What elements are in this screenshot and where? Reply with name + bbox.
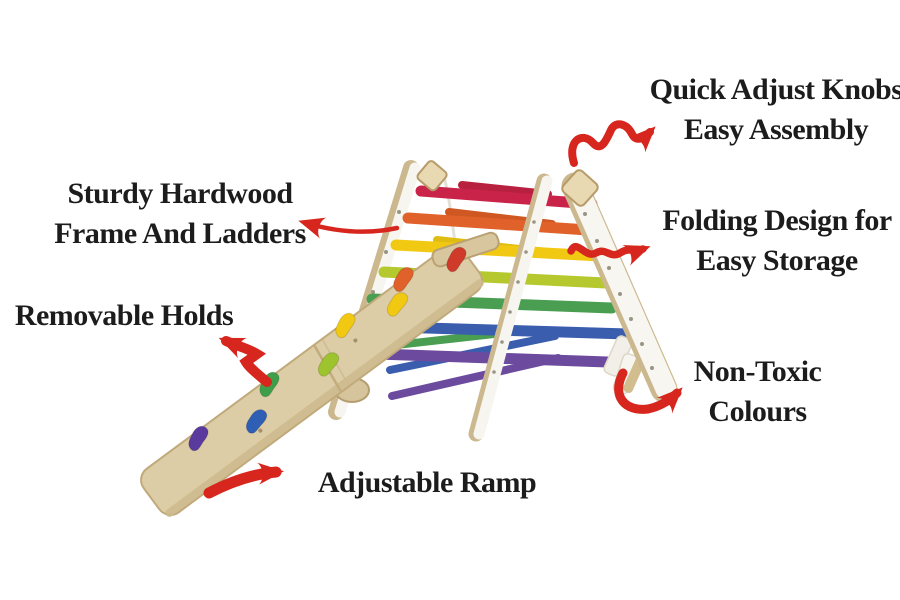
label-quick-adjust-knobs: Quick Adjust Knobs Easy Assembly xyxy=(640,70,900,150)
middle-rail xyxy=(468,173,553,442)
right-plank xyxy=(561,172,678,403)
label-hardwood-frame: Sturdy Hardwood Frame And Ladders xyxy=(48,174,312,254)
label-line: Non-Toxic xyxy=(693,355,822,388)
arrow-removable-icon xyxy=(218,336,272,387)
label-non-toxic-colours: Non-Toxic Colours xyxy=(660,352,855,432)
arrow-hardwood-icon xyxy=(298,217,400,239)
label-line: Sturdy Hardwood xyxy=(67,177,293,210)
label-line: Adjustable Ramp xyxy=(317,466,537,499)
label-line: Folding Design for xyxy=(662,204,892,237)
label-folding-design: Folding Design for Easy Storage xyxy=(646,201,900,281)
adjust-knob-left xyxy=(416,160,448,192)
label-line: Easy Storage xyxy=(696,244,858,277)
arrow-quick-adjust-icon xyxy=(568,120,656,167)
label-line: Easy Assembly xyxy=(683,113,869,146)
label-removable-holds: Removable Holds xyxy=(2,296,246,336)
label-line: Frame And Ladders xyxy=(54,217,306,250)
annotation-arrows xyxy=(203,120,683,499)
arrow-non-toxic-icon xyxy=(614,368,683,414)
label-line: Colours xyxy=(708,395,807,428)
label-line: Removable Holds xyxy=(14,299,234,332)
label-adjustable-ramp: Adjustable Ramp xyxy=(277,463,577,503)
rung-red xyxy=(415,185,598,210)
arrow-adjustable-icon xyxy=(203,462,284,499)
arrow-folding-icon xyxy=(567,243,651,266)
label-line: Quick Adjust Knobs xyxy=(649,73,900,106)
rung-yellow xyxy=(390,239,606,262)
rung-orange xyxy=(402,212,594,236)
adjust-knob-right xyxy=(561,169,599,207)
